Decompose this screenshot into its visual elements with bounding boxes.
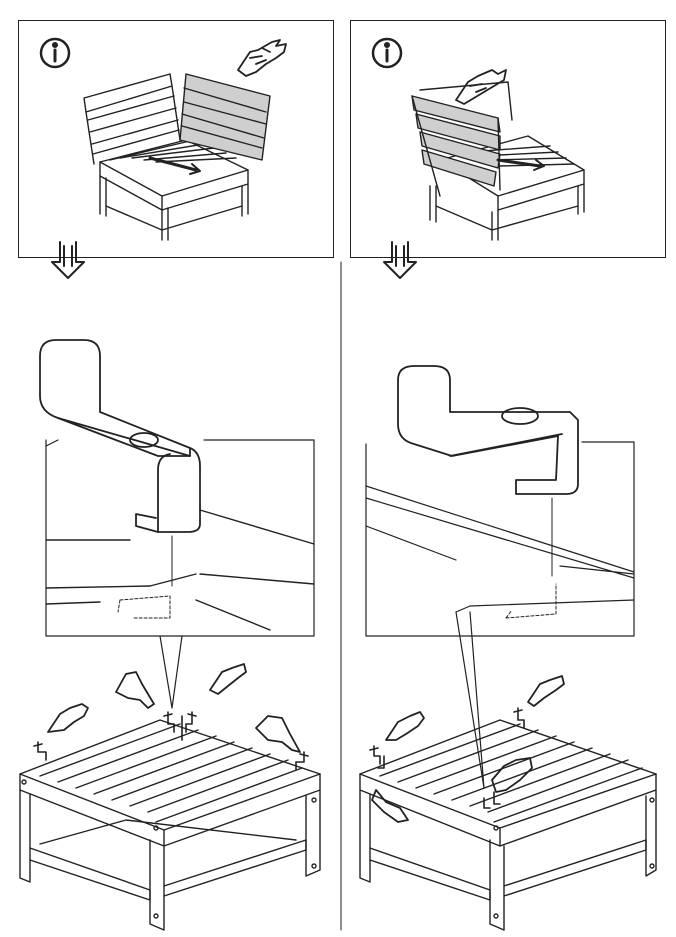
info-circle-icon: [39, 37, 71, 69]
ottoman-frame-icon: [359, 719, 657, 931]
pointing-hand-icon: [371, 675, 565, 823]
pointing-hand-icon: [455, 69, 507, 105]
pointing-hand-icon: [237, 39, 287, 77]
bracket-clip-icon: [397, 365, 579, 495]
down-arrow-icon: [51, 241, 85, 279]
ottoman-frame-icon: [19, 719, 321, 931]
info-panel-right: [350, 20, 666, 258]
down-arrow-icon: [383, 241, 417, 279]
bracket-clip-icon: [33, 711, 309, 771]
info-panel-left: [18, 20, 334, 258]
info-circle-icon: [371, 37, 403, 69]
bracket-clip-icon: [39, 339, 201, 533]
bracket-clip-icon: [369, 707, 525, 809]
chair-icon: [411, 81, 585, 241]
pointing-hand-icon: [47, 663, 301, 753]
chair-icon: [83, 73, 271, 241]
